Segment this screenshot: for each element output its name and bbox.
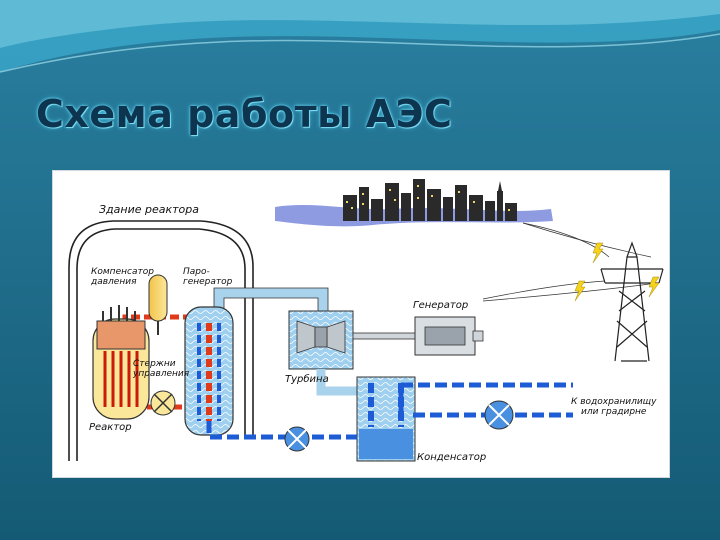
label-steam-generator: Паро- генератор	[183, 267, 233, 287]
steam-pipe	[214, 288, 328, 311]
transmission-lines	[482, 222, 658, 302]
lightning-icon	[574, 242, 660, 302]
label-control-rods: Стержни управления	[133, 359, 190, 379]
label-condenser: Конденсатор	[417, 452, 487, 463]
npp-diagram: Здание реактора Компенсатор давления Пар…	[52, 170, 670, 478]
main-circulation-pump	[150, 390, 176, 416]
slide-title: Схема работы АЭС	[36, 92, 453, 136]
pressure-compensator	[148, 274, 168, 335]
reactor-building	[68, 220, 254, 461]
steam-pipe-outline	[213, 287, 329, 311]
label-generator: Генератор	[413, 300, 469, 311]
label-reactor: Реактор	[89, 422, 132, 433]
label-turbine: Турбина	[285, 374, 329, 385]
power-pylon	[600, 241, 664, 362]
city-skyline	[275, 179, 553, 227]
steam-generator	[184, 306, 234, 436]
condenser	[356, 376, 416, 462]
feedwater-pump	[284, 426, 310, 452]
label-to-reservoir: К водохранилищу или градирне	[571, 397, 657, 417]
turbine-shaft	[352, 332, 424, 340]
turbine	[288, 310, 354, 370]
reactor-vessel	[92, 305, 150, 420]
label-reactor-building: Здание реактора	[99, 203, 199, 216]
cooling-pump	[484, 400, 514, 430]
label-pressure-compensator: Компенсатор давления	[91, 267, 154, 287]
feedwater-loop	[206, 421, 357, 440]
npp-schematic	[68, 179, 664, 462]
generator	[414, 316, 484, 356]
